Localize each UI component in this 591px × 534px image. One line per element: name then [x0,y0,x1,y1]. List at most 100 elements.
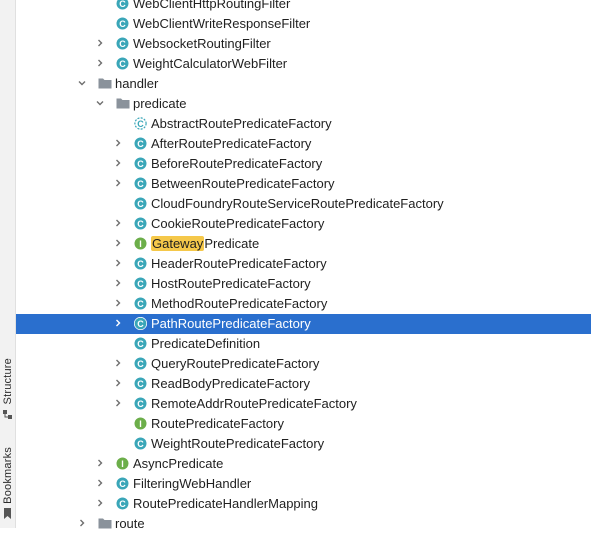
chevron-right-icon[interactable] [96,459,104,467]
tree-node[interactable]: predicate [16,94,591,114]
class-icon: C [134,277,147,290]
folder-icon [98,517,112,530]
tree-node[interactable]: C WebClientHttpRoutingFilter [16,0,591,14]
chevron-right-icon[interactable] [114,239,122,247]
tree-node[interactable]: C AfterRoutePredicateFactory [16,134,591,154]
svg-text:C: C [137,339,144,349]
tree-node-label: GatewayPredicate [151,236,260,251]
tree-node-label: QueryRoutePredicateFactory [151,356,320,371]
bookmarks-tab-label: Bookmarks [1,447,14,504]
tree-node-label: WeightCalculatorWebFilter [133,56,288,71]
svg-text:C: C [119,0,126,9]
chevron-right-icon[interactable] [114,259,122,267]
tree-node[interactable]: route [16,514,591,534]
chevron-right-icon[interactable] [114,359,122,367]
class-icon: C [134,377,147,390]
tree-node-label: predicate [133,96,187,111]
chevron-right-icon[interactable] [114,179,122,187]
tree-node[interactable]: C MethodRoutePredicateFactory [16,294,591,314]
chevron-down-icon[interactable] [78,79,86,87]
chevron-right-icon[interactable] [96,59,104,67]
chevron-right-icon[interactable] [114,319,122,327]
chevron-right-icon[interactable] [96,39,104,47]
chevron-right-icon[interactable] [114,219,122,227]
svg-text:C: C [137,359,144,369]
svg-text:C: C [137,299,144,309]
tree-node[interactable]: I GatewayPredicate [16,234,591,254]
interface-icon: I [134,417,147,430]
tree-node[interactable]: C WeightCalculatorWebFilter [16,54,591,74]
chevron-right-icon[interactable] [96,479,104,487]
tree-node-label: WebClientHttpRoutingFilter [133,0,291,11]
folder-icon [116,97,130,110]
bookmarks-tab[interactable]: Bookmarks [0,447,15,522]
svg-text:I: I [139,419,142,429]
chevron-right-icon[interactable] [114,379,122,387]
tree-node-label: BeforeRoutePredicateFactory [151,156,323,171]
svg-text:C: C [137,119,144,129]
tree-node-label: CloudFoundryRouteServiceRoutePredicateFa… [151,196,444,211]
svg-text:C: C [119,59,126,69]
class-icon: C [116,17,129,30]
tree-node[interactable]: C BetweenRoutePredicateFactory [16,174,591,194]
class-icon: C [134,217,147,230]
chevron-right-icon[interactable] [114,299,122,307]
tree-node[interactable]: I RoutePredicateFactory [16,414,591,434]
tree-node-label: RoutePredicateFactory [151,416,284,431]
tree-node-label: AfterRoutePredicateFactory [151,136,312,151]
class-icon: C [134,357,147,370]
chevron-right-icon[interactable] [114,159,122,167]
svg-text:C: C [119,499,126,509]
class-icon: C [134,197,147,210]
class-icon: C [134,337,147,350]
svg-text:C: C [137,439,144,449]
tree-node-label: MethodRoutePredicateFactory [151,296,328,311]
svg-text:C: C [137,259,144,269]
class-icon: C [134,177,147,190]
tree-node-label: HostRoutePredicateFactory [151,276,311,291]
class-icon: C [116,57,129,70]
svg-text:C: C [137,139,144,149]
tree-node[interactable]: C CloudFoundryRouteServiceRoutePredicateF… [16,194,591,214]
tree-node-label: WeightRoutePredicateFactory [151,436,325,451]
tree-node[interactable]: handler [16,74,591,94]
tree-node-label: BetweenRoutePredicateFactory [151,176,335,191]
tree-node[interactable]: C HostRoutePredicateFactory [16,274,591,294]
chevron-right-icon[interactable] [114,399,122,407]
class-icon: C [116,497,129,510]
svg-text:C: C [137,399,144,409]
chevron-right-icon[interactable] [78,519,86,527]
svg-text:C: C [137,219,144,229]
svg-text:C: C [119,19,126,29]
tree-node[interactable]: C QueryRoutePredicateFactory [16,354,591,374]
class-icon: C [116,0,129,10]
chevron-right-icon[interactable] [114,279,122,287]
class-icon: C [134,297,147,310]
svg-text:C: C [137,179,144,189]
chevron-down-icon[interactable] [96,99,104,107]
tree-node-label: AsyncPredicate [133,456,224,471]
chevron-right-icon[interactable] [114,139,122,147]
class-icon: C [134,257,147,270]
chevron-right-icon[interactable] [96,499,104,507]
tree-node-label: route [115,516,145,531]
svg-text:I: I [139,239,142,249]
tree-node-label: WebsocketRoutingFilter [133,36,271,51]
tree-node[interactable]: I AsyncPredicate [16,454,591,474]
tree-node[interactable]: C WeightRoutePredicateFactory [16,434,591,454]
interface-icon: I [116,457,129,470]
structure-tab[interactable]: Structure [0,358,15,422]
